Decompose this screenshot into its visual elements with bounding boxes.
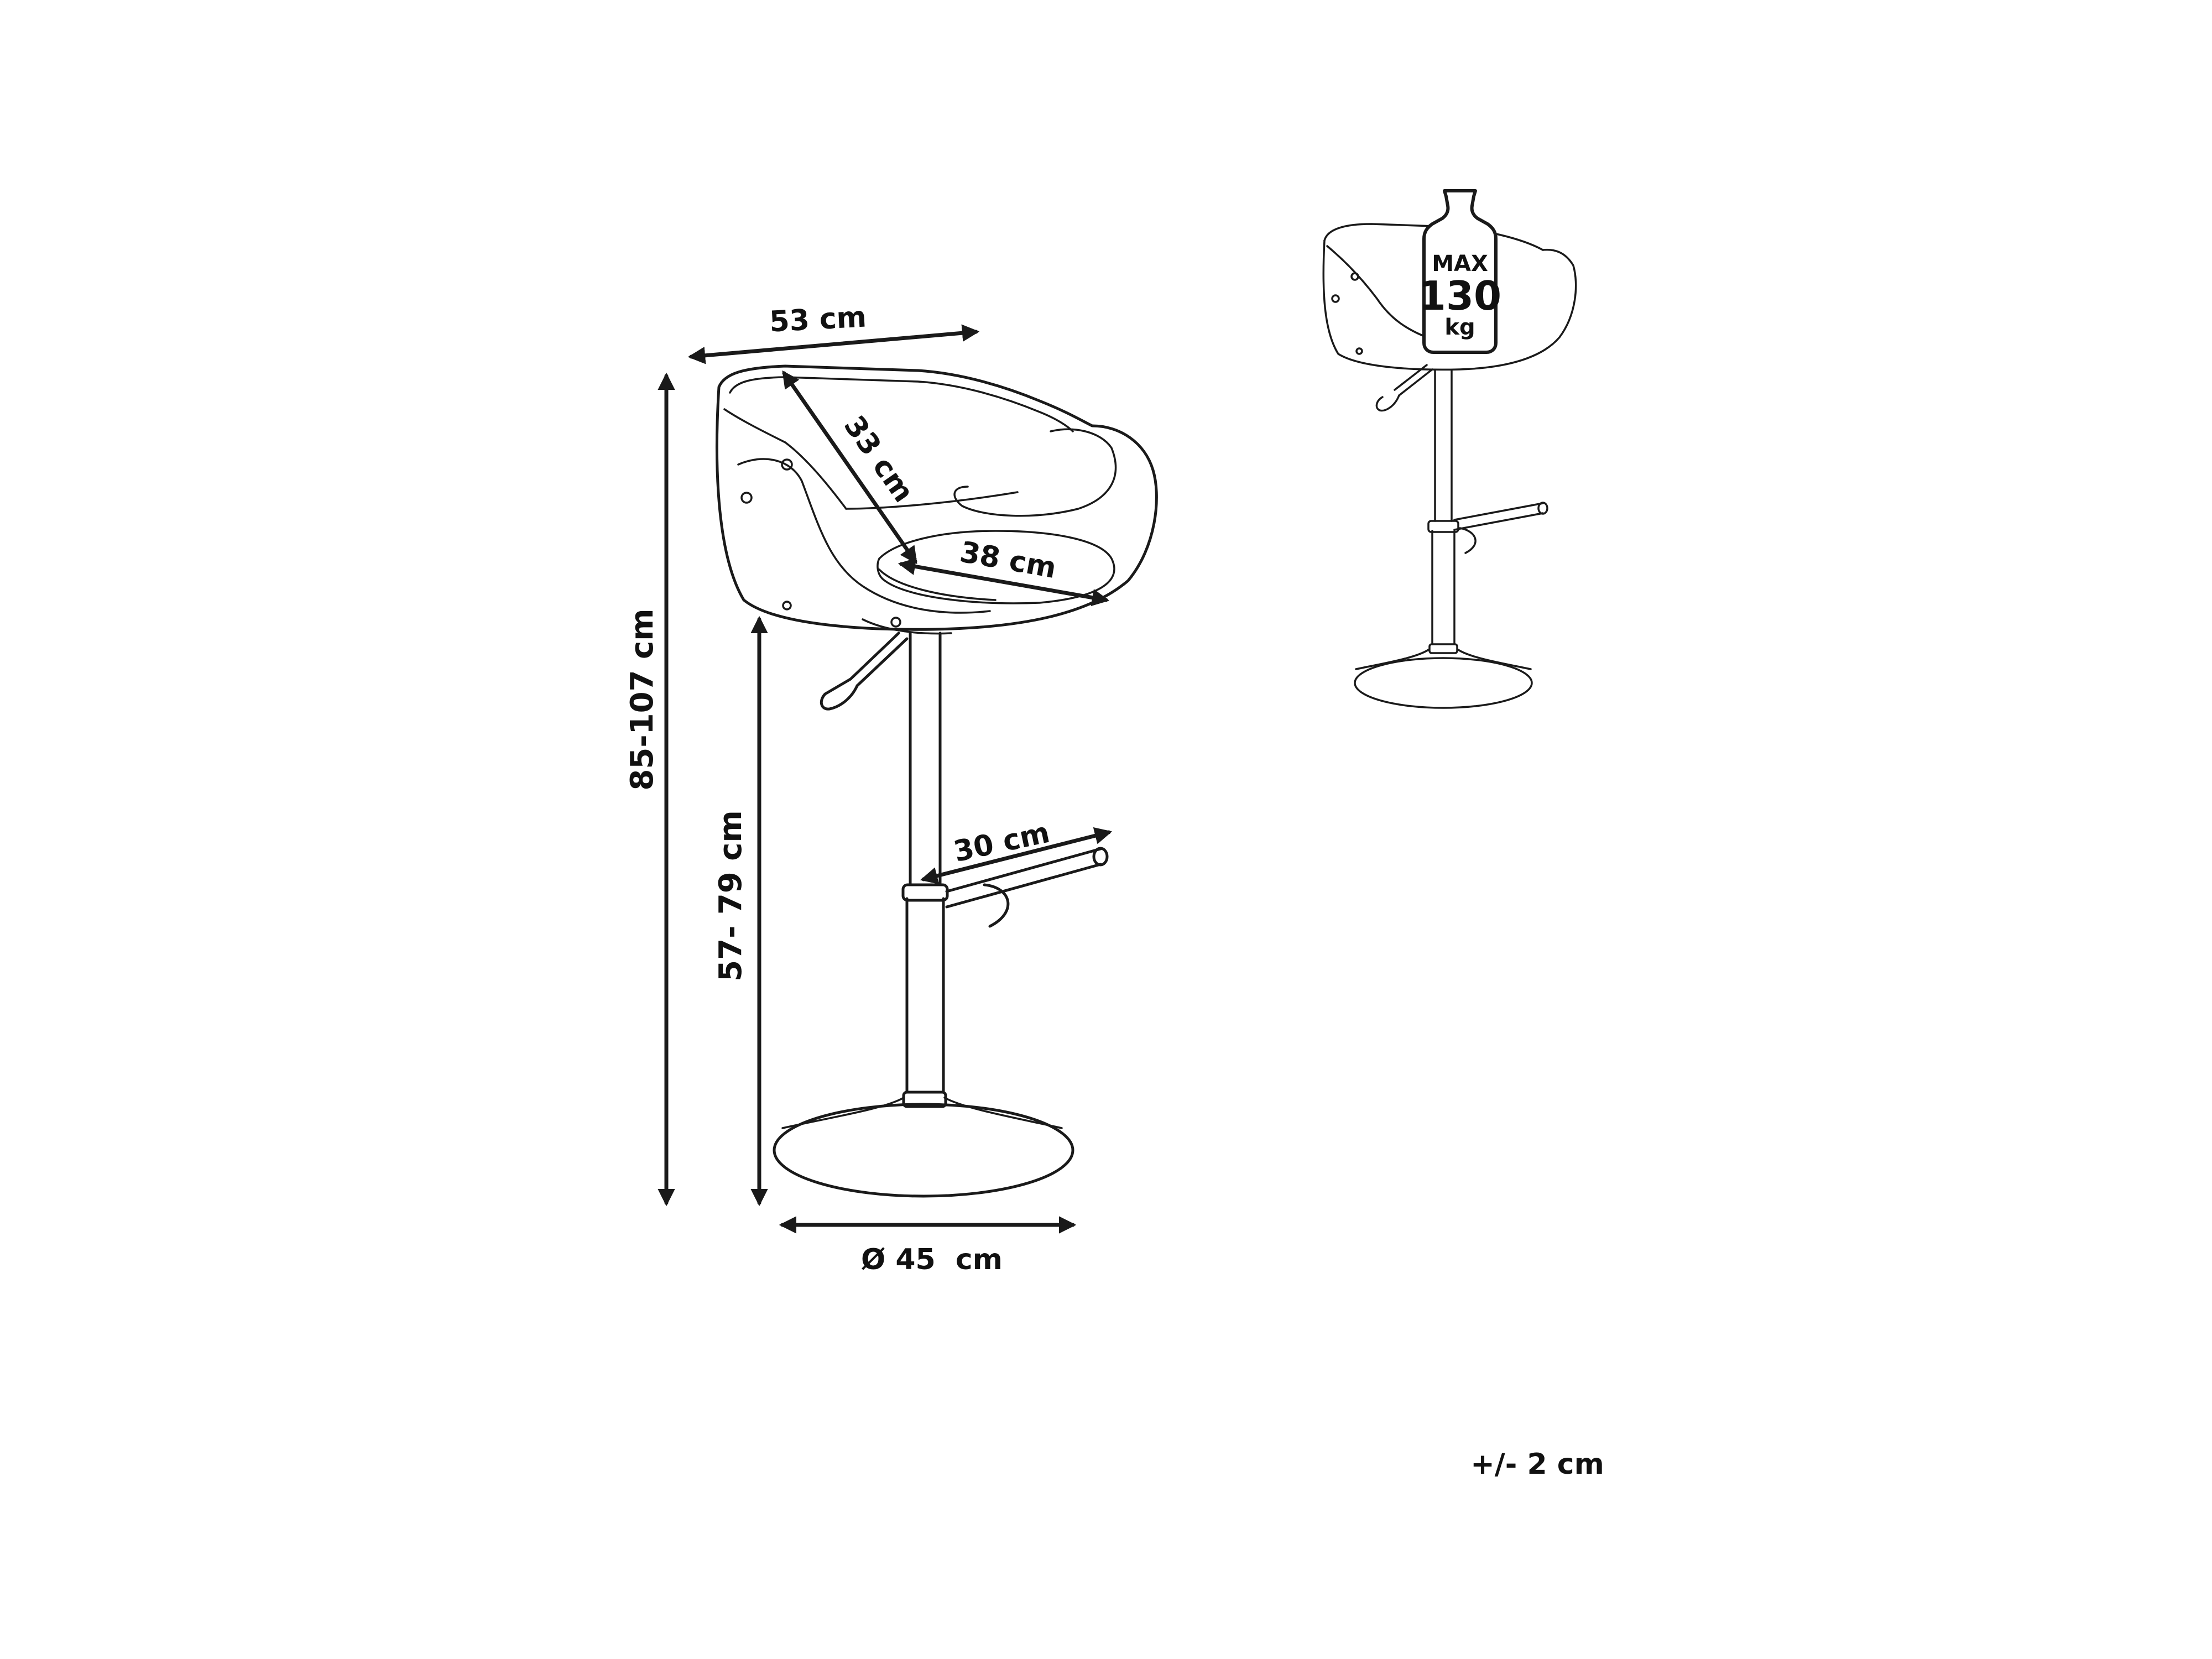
stool-column-collar bbox=[902, 1091, 947, 1108]
dim-line-backrest bbox=[782, 370, 917, 565]
stool-base-cone bbox=[781, 1097, 905, 1129]
dim-line-width-top bbox=[687, 324, 980, 364]
weight-badge-unit: kg bbox=[1444, 315, 1475, 340]
dim-line-seat-depth bbox=[898, 557, 1110, 607]
label-seat-height: 57- 79 cm bbox=[713, 810, 749, 982]
weight-icon bbox=[1422, 189, 1498, 354]
label-base-diameter: Ø 45 cm bbox=[861, 1243, 1003, 1276]
dimension-labels: 53 cm 33 cm 38 cm 85-107 cm 57- 79 cm 30… bbox=[624, 300, 1059, 1276]
stool-column-upper bbox=[909, 632, 942, 886]
label-total-height: 85-107 cm bbox=[624, 608, 660, 790]
tolerance-note: +/- 2 cm bbox=[1470, 1448, 1604, 1481]
stool-seat-shell bbox=[715, 364, 1158, 631]
dimension-lines bbox=[658, 324, 1113, 1234]
main-stool-drawing bbox=[715, 364, 1158, 1198]
weight-badge: MAX 130 kg bbox=[1418, 189, 1501, 354]
dim-line-footrest bbox=[920, 827, 1113, 885]
stool-gas-lever bbox=[820, 632, 909, 711]
label-width-top: 53 cm bbox=[769, 300, 867, 338]
stool-base bbox=[773, 1103, 1074, 1198]
small-stool-drawing bbox=[1322, 223, 1577, 709]
weight-badge-value: 130 bbox=[1418, 273, 1501, 319]
label-backrest-depth: 33 cm bbox=[837, 410, 920, 508]
stool-column-lower bbox=[905, 897, 945, 1094]
weight-badge-max: MAX bbox=[1432, 251, 1488, 276]
